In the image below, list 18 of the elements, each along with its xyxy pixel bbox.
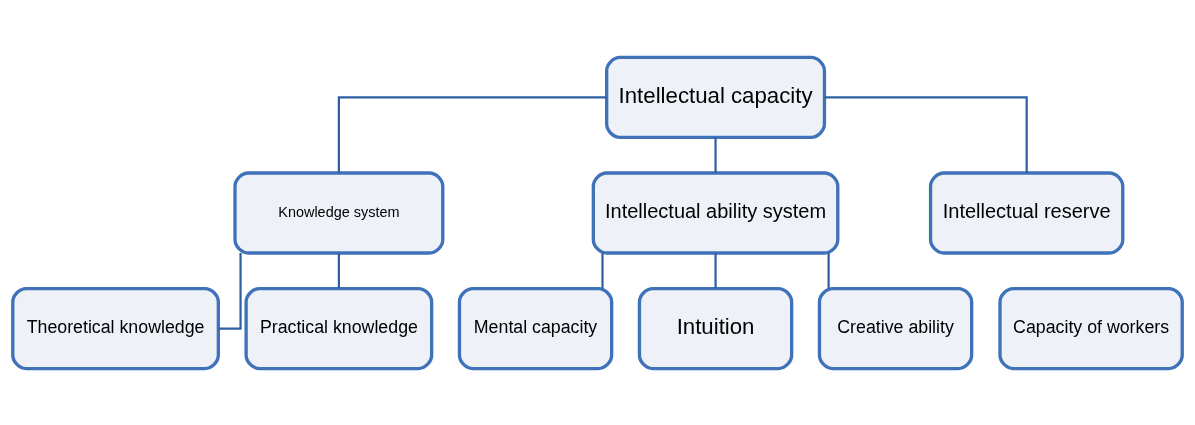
node-box: Theoretical knowledge [11,286,220,370]
node-box: Intuition [637,286,794,370]
node-box: Intellectual reserve [928,170,1125,255]
node-box: Creative ability [817,286,974,370]
connector [714,137,717,173]
connector [714,252,717,289]
node-box: Practical knowledge [244,286,434,370]
connector [337,252,340,289]
connector [824,95,1028,173]
connector [218,252,242,330]
connector [601,252,604,289]
connector [827,252,830,289]
node-box: Knowledge system [233,170,445,255]
node-box: Intellectual ability system [591,170,840,255]
node-box: Intellectual capacity [605,55,827,139]
node-box: Mental capacity [457,286,614,370]
connector [337,95,607,173]
node-box: Capacity of workers [998,286,1184,370]
